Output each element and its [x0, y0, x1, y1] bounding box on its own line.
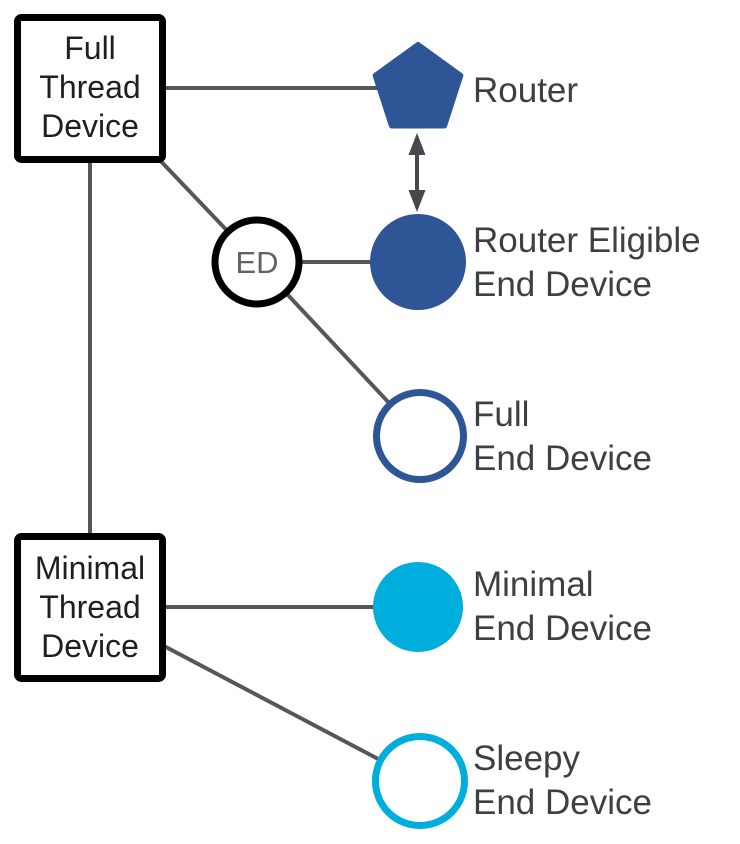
router-eligible-end-device-circle-icon — [370, 214, 466, 310]
sleepy-end-device-label-line1: Sleepy — [473, 739, 581, 778]
ed-badge: ED — [211, 216, 303, 308]
arrow-head-down-icon — [408, 190, 426, 212]
ed-badge-circle — [211, 216, 303, 308]
minimal-thread-device-label-line1: Minimal — [35, 550, 145, 586]
minimal-thread-device-label-line3: Device — [41, 628, 139, 664]
full-end-device-label-line2: End Device — [473, 439, 652, 478]
sleepy-end-device-circle-icon — [372, 733, 468, 829]
minimal-end-device-label-line2: End Device — [473, 609, 652, 648]
minimal-thread-device-rect — [14, 533, 166, 682]
minimal-thread-device-box: Minimal Thread Device — [14, 533, 166, 682]
router-eligible-end-device-label-line1: Router Eligible — [473, 221, 701, 260]
arrow-head-up-icon — [408, 133, 426, 155]
minimal-thread-device-label-line2: Thread — [39, 589, 140, 625]
router-label: Router — [473, 71, 578, 110]
ed-badge-label: ED — [235, 245, 278, 280]
minimal-end-device-label-line1: Minimal — [473, 565, 594, 604]
full-thread-device-label-line2: Thread — [39, 69, 140, 105]
full-thread-device-label-line3: Device — [41, 108, 139, 144]
full-end-device-circle-icon — [373, 389, 467, 483]
full-thread-device-label-line1: Full — [64, 30, 116, 66]
sleepy-end-device-label-line2: End Device — [473, 783, 652, 822]
full-thread-device-rect — [14, 14, 166, 163]
mesh-link-arrow — [408, 133, 426, 212]
router-eligible-end-device-label-line2: End Device — [473, 265, 652, 304]
full-end-device-label-line1: Full — [473, 395, 529, 434]
full-thread-device-box: Full Thread Device — [14, 14, 166, 163]
router-pentagon-icon — [372, 42, 464, 129]
minimal-end-device-circle-icon — [373, 562, 463, 652]
